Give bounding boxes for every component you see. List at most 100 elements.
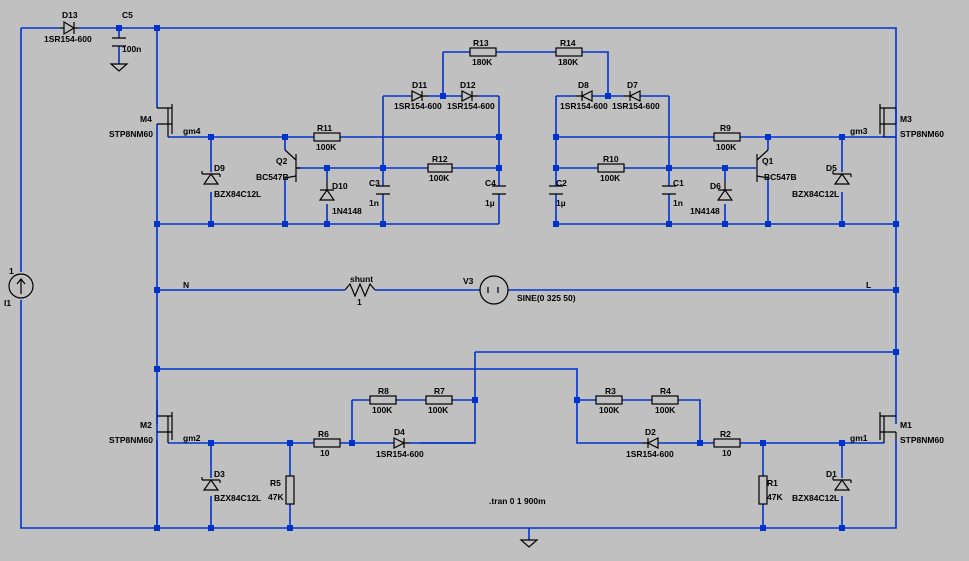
label-d8-ref: D8 (578, 80, 589, 90)
label-d13-ref: D13 (62, 10, 78, 20)
label-r6-ref: R6 (318, 429, 329, 439)
label-r11-value: 100K (316, 142, 337, 152)
label-m1-value: STP8NM60 (900, 435, 944, 445)
label-r4-ref: R4 (660, 386, 671, 396)
ground-symbol-main (519, 539, 539, 548)
label-r14-ref: R14 (560, 38, 576, 48)
label-r12-value: 100K (429, 173, 450, 183)
resistor-r9[interactable] (713, 132, 741, 142)
diode-d6[interactable] (716, 180, 734, 201)
directive-tran: .tran 0 1 900m (489, 496, 546, 506)
label-m3-value: STP8NM60 (900, 129, 944, 139)
label-c3-value: 1n (369, 198, 379, 208)
resistor-r12[interactable] (427, 163, 453, 173)
resistor-r8[interactable] (369, 395, 397, 405)
label-r8-ref: R8 (378, 386, 389, 396)
diode-d13[interactable] (60, 20, 78, 36)
resistor-r13[interactable] (469, 47, 497, 57)
label-q1-value: BC547B (764, 172, 797, 182)
label-r6-value: 10 (320, 448, 330, 458)
mosfet-m4[interactable] (157, 104, 173, 137)
transistor-q2[interactable] (284, 149, 300, 182)
diode-d8[interactable] (576, 90, 593, 102)
resistor-r7[interactable] (425, 395, 453, 405)
resistor-r11[interactable] (313, 132, 341, 142)
label-d8-value: 1SR154-600 (560, 101, 608, 111)
zener-d3[interactable] (201, 477, 221, 491)
mosfet-m3[interactable] (879, 104, 896, 137)
resistor-r3[interactable] (595, 395, 623, 405)
resistor-r10[interactable] (597, 163, 625, 173)
label-q2-ref: Q2 (276, 156, 288, 166)
mosfet-m2[interactable] (157, 412, 173, 443)
zener-d1[interactable] (832, 477, 852, 491)
label-v3-ref: V3 (463, 276, 474, 286)
net-label-gm4: gm4 (183, 126, 201, 136)
diode-d12[interactable] (461, 90, 478, 102)
label-r5-ref: R5 (270, 478, 281, 488)
label-r2-ref: R2 (720, 429, 731, 439)
label-d3-ref: D3 (214, 469, 225, 479)
diode-d4[interactable] (393, 437, 410, 449)
diode-d11[interactable] (411, 90, 428, 102)
voltage-source-v3[interactable] (479, 275, 509, 305)
net-label-gm3: gm3 (850, 126, 868, 136)
label-q2-value: BC547B (256, 172, 289, 182)
resistor-r2[interactable] (713, 438, 741, 448)
transistor-q1[interactable] (756, 149, 769, 182)
inductor-shunt[interactable] (344, 282, 376, 298)
label-r3-ref: R3 (605, 386, 616, 396)
resistor-r5[interactable] (285, 475, 295, 505)
zener-d5[interactable] (832, 171, 852, 185)
label-shunt-ref: shunt (350, 274, 373, 284)
label-r12-ref: R12 (432, 154, 448, 164)
label-r14-value: 180K (558, 57, 579, 67)
label-r11-ref: R11 (317, 123, 332, 133)
label-c1-ref: C1 (673, 178, 684, 188)
label-d12-ref: D12 (460, 80, 476, 90)
label-m2-ref: M2 (140, 420, 152, 430)
label-r9-ref: R9 (720, 123, 731, 133)
diode-d2[interactable] (642, 437, 659, 449)
label-r7-value: 100K (428, 405, 449, 415)
label-c1-value: 1n (673, 198, 683, 208)
resistor-r14[interactable] (555, 47, 583, 57)
label-d2-value: 1SR154-600 (626, 449, 674, 459)
label-r10-ref: R10 (603, 154, 619, 164)
current-source-i1[interactable] (8, 273, 34, 299)
label-m2-value: STP8NM60 (109, 435, 153, 445)
label-d1-value: BZX84C12L (792, 493, 839, 503)
resistor-r6[interactable] (313, 438, 341, 448)
resistor-r1[interactable] (758, 475, 768, 505)
label-i1-value: 1 (9, 266, 14, 276)
diode-d10[interactable] (318, 180, 336, 201)
capacitor-c4[interactable] (492, 185, 506, 195)
label-r4-value: 100K (655, 405, 676, 415)
label-c4-value: 1µ (485, 198, 495, 208)
label-r3-value: 100K (599, 405, 620, 415)
label-r2-value: 10 (722, 448, 732, 458)
label-r13-ref: R13 (473, 38, 489, 48)
ground-symbol-c5 (109, 63, 129, 72)
label-d11-value: 1SR154-600 (394, 101, 442, 111)
label-d4-value: 1SR154-600 (376, 449, 424, 459)
diode-d7[interactable] (624, 90, 641, 102)
net-label-gm1: gm1 (850, 433, 868, 443)
label-c5-ref: C5 (122, 10, 133, 20)
resistor-r4[interactable] (651, 395, 679, 405)
label-r10-value: 100K (600, 173, 621, 183)
capacitor-c1[interactable] (662, 185, 676, 195)
net-label-l: L (866, 280, 871, 290)
capacitor-c2[interactable] (549, 185, 563, 195)
label-c2-value: 1µ (556, 198, 566, 208)
label-q1-ref: Q1 (762, 156, 774, 166)
label-d5-ref: D5 (826, 163, 837, 173)
zener-d9[interactable] (201, 171, 221, 185)
label-c2-ref: C2 (556, 178, 567, 188)
capacitor-c5[interactable] (112, 37, 126, 47)
label-m4-value: STP8NM60 (109, 129, 153, 139)
capacitor-c3[interactable] (376, 185, 390, 195)
label-d1-ref: D1 (826, 469, 837, 479)
mosfet-m1[interactable] (879, 412, 897, 443)
